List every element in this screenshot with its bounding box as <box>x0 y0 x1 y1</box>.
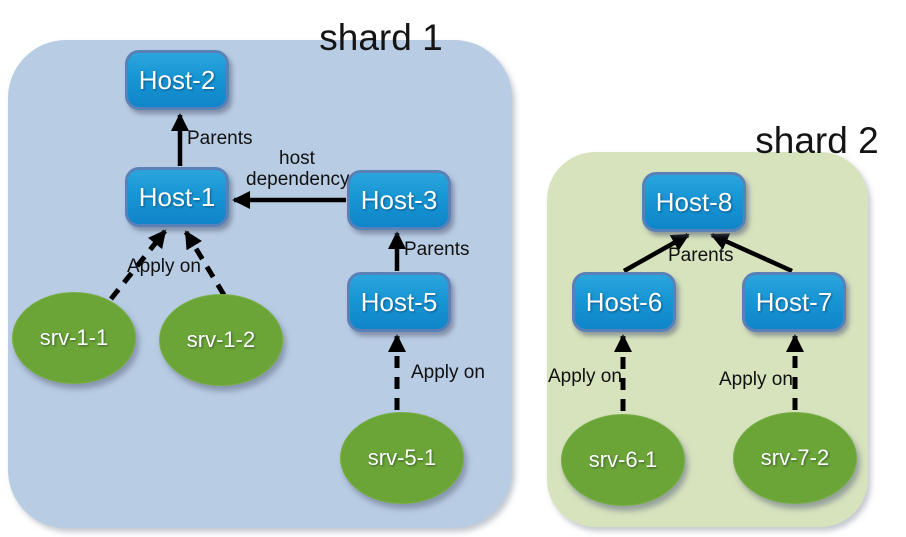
edge-label-applyon-srv6: Apply on <box>548 366 622 387</box>
shard-2-title: shard 2 <box>755 120 879 161</box>
edge-label-parents-host8: Parents <box>668 245 734 266</box>
edge-label-applyon-srv7: Apply on <box>719 369 793 390</box>
node-srv-6-1: srv-6-1 <box>561 414 685 506</box>
edge-label-host-dependency: host dependency <box>246 148 350 191</box>
edge-label-applyon-srv5: Apply on <box>411 362 485 383</box>
node-host-3: Host-3 <box>347 170 451 230</box>
node-host-5: Host-5 <box>347 272 451 332</box>
edge-label-applyon-srv1: Apply on <box>127 256 201 277</box>
node-srv-5-1: srv-5-1 <box>340 412 464 504</box>
node-srv-1-2: srv-1-2 <box>159 294 283 386</box>
node-host-1: Host-1 <box>125 167 229 227</box>
node-srv-7-2: srv-7-2 <box>733 412 857 504</box>
node-host-6: Host-6 <box>572 272 676 332</box>
node-host-2: Host-2 <box>125 50 229 110</box>
node-host-8: Host-8 <box>642 172 746 232</box>
shard-1-title: shard 1 <box>319 17 443 58</box>
edge-label-parents-host1-host2: Parents <box>187 128 253 149</box>
edge-label-parents-host5-host3: Parents <box>404 239 470 260</box>
node-host-7: Host-7 <box>742 272 846 332</box>
node-srv-1-1: srv-1-1 <box>12 292 136 384</box>
